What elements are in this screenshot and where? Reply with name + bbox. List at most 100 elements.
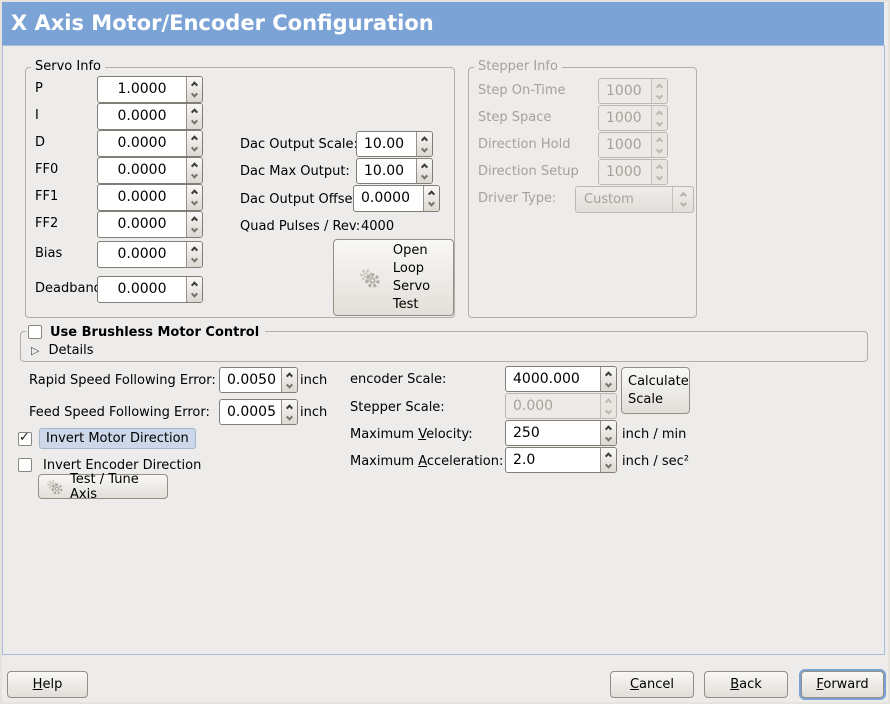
driver-type-select: Custom [575, 186, 694, 213]
bias-input[interactable]: 0.0000 [117, 246, 167, 262]
spin-down-icon[interactable] [187, 117, 202, 130]
brushless-frame [20, 331, 868, 362]
dac-output-offset-spinbox[interactable]: 0.0000 [353, 185, 440, 212]
ff0-spinbox[interactable]: 0.0000 [97, 157, 203, 184]
help-button[interactable]: Help [7, 671, 88, 698]
encoder-scale-label: encoder Scale: [350, 372, 447, 387]
quad-pulses-value: 4000 [361, 219, 395, 234]
spin-up-icon[interactable] [601, 448, 616, 460]
ff1-input[interactable]: 0.0000 [117, 189, 167, 205]
p-spinbox[interactable]: 1.0000 [97, 76, 203, 103]
details-expander[interactable]: ▷ Details [31, 343, 94, 358]
feed-following-error-input[interactable]: 0.0005 [227, 404, 276, 420]
spin-down-icon[interactable] [187, 144, 202, 157]
invert-encoder-checkbox[interactable] [18, 458, 32, 472]
spin-down-icon[interactable] [282, 412, 297, 424]
max-velocity-spinbox[interactable]: 250 [505, 420, 617, 446]
dac-max-output-spinbox[interactable]: 10.00 [356, 158, 433, 184]
spin-up-icon[interactable] [282, 368, 297, 380]
forward-button[interactable]: Forward [801, 671, 884, 698]
deadband-input[interactable]: 0.0000 [117, 281, 167, 297]
spin-up-icon[interactable] [187, 185, 202, 198]
max-velocity-input[interactable]: 250 [513, 425, 540, 441]
ff2-input[interactable]: 0.0000 [117, 216, 167, 232]
rapid-following-error-spinbox[interactable]: 0.0050 [219, 367, 298, 393]
spin-up-icon[interactable] [187, 131, 202, 144]
open-loop-line: Test [392, 296, 419, 312]
encoder-scale-input[interactable]: 4000.000 [513, 371, 580, 387]
spin-down-icon[interactable] [187, 198, 202, 211]
d-label: D [35, 135, 46, 150]
step-on-time-label: Step On-Time [478, 83, 566, 98]
spin-down-icon[interactable] [187, 290, 202, 303]
feed-following-error-unit: inch [300, 405, 328, 420]
servo-info-frame [25, 67, 455, 318]
spin-up-icon[interactable] [187, 242, 202, 255]
spin-up-icon[interactable] [424, 186, 439, 199]
spin-down-icon[interactable] [187, 90, 202, 103]
invert-motor-checkbox[interactable] [18, 430, 32, 446]
dac-output-scale-input[interactable]: 10.00 [364, 136, 405, 152]
spin-up-icon[interactable] [187, 104, 202, 117]
driver-type-label: Driver Type: [478, 191, 557, 206]
spin-down-icon[interactable] [187, 225, 202, 238]
spin-down-icon[interactable] [282, 380, 297, 392]
combo-arrows-icon [672, 187, 693, 212]
rapid-following-error-input[interactable]: 0.0050 [227, 372, 276, 388]
spin-down-icon[interactable] [187, 255, 202, 268]
ff0-input[interactable]: 0.0000 [117, 162, 167, 178]
d-spinbox[interactable]: 0.0000 [97, 130, 203, 157]
back-button[interactable]: Back [704, 671, 788, 698]
spin-up-icon[interactable] [282, 400, 297, 412]
dac-output-offset-input[interactable]: 0.0000 [361, 190, 410, 206]
spin-down-icon[interactable] [601, 433, 616, 445]
spin-up-icon[interactable] [187, 212, 202, 225]
calculate-scale-button[interactable]: Calculate Scale [621, 367, 690, 414]
max-acceleration-spinbox[interactable]: 2.0 [505, 447, 617, 473]
i-input[interactable]: 0.0000 [117, 108, 167, 124]
d-input[interactable]: 0.0000 [117, 135, 167, 151]
use-brushless-checkbox[interactable] [28, 325, 42, 339]
p-input[interactable]: 1.0000 [117, 81, 167, 97]
invert-motor-label[interactable]: Invert Motor Direction [39, 428, 196, 449]
direction-setup-input: 1000 [606, 164, 642, 180]
spin-down-icon[interactable] [417, 144, 432, 156]
spin-down-icon[interactable] [187, 171, 202, 184]
bias-spinbox[interactable]: 0.0000 [97, 241, 203, 268]
spin-up-icon[interactable] [187, 158, 202, 171]
test-tune-axis-label: Test / Tune Axis [70, 471, 139, 502]
open-loop-line: Open [392, 242, 428, 258]
cancel-button[interactable]: Cancel [610, 671, 694, 698]
i-spinbox[interactable]: 0.0000 [97, 103, 203, 130]
dac-max-output-input[interactable]: 10.00 [364, 163, 405, 179]
spin-up-icon[interactable] [417, 159, 432, 171]
expander-arrow-icon[interactable]: ▷ [31, 344, 40, 357]
test-tune-axis-button[interactable]: Test / Tune Axis [38, 471, 168, 502]
deadband-spinbox[interactable]: 0.0000 [97, 276, 203, 303]
spin-up-icon[interactable] [601, 421, 616, 433]
spin-up-icon[interactable] [187, 277, 202, 290]
ff2-spinbox[interactable]: 0.0000 [97, 211, 203, 238]
direction-setup-label: Direction Setup [478, 164, 579, 179]
spin-up-icon[interactable] [601, 367, 616, 379]
rapid-following-error-label: Rapid Speed Following Error: [29, 373, 216, 388]
spin-up-icon[interactable] [187, 77, 202, 90]
spin-down-icon[interactable] [601, 379, 616, 391]
dac-output-scale-spinbox[interactable]: 10.00 [356, 131, 433, 157]
gears-icon [359, 268, 380, 288]
page-title: X Axis Motor/Encoder Configuration [2, 2, 884, 45]
spin-up-icon[interactable] [417, 132, 432, 144]
ff1-spinbox[interactable]: 0.0000 [97, 184, 203, 211]
invert-encoder-label[interactable]: Invert Encoder Direction [43, 458, 202, 473]
driver-type-value: Custom [584, 192, 634, 207]
spin-down-icon[interactable] [417, 171, 432, 183]
spin-down-icon[interactable] [601, 460, 616, 472]
max-acceleration-input[interactable]: 2.0 [513, 452, 536, 468]
feed-following-error-spinbox[interactable]: 0.0005 [219, 399, 298, 425]
spin-down-icon[interactable] [424, 199, 439, 212]
open-loop-servo-test-button[interactable]: Open Loop Servo Test [333, 239, 454, 316]
quad-pulses-label: Quad Pulses / Rev: [240, 219, 361, 234]
encoder-scale-spinbox[interactable]: 4000.000 [505, 366, 617, 392]
servo-info-frame-title: Servo Info [31, 59, 105, 74]
